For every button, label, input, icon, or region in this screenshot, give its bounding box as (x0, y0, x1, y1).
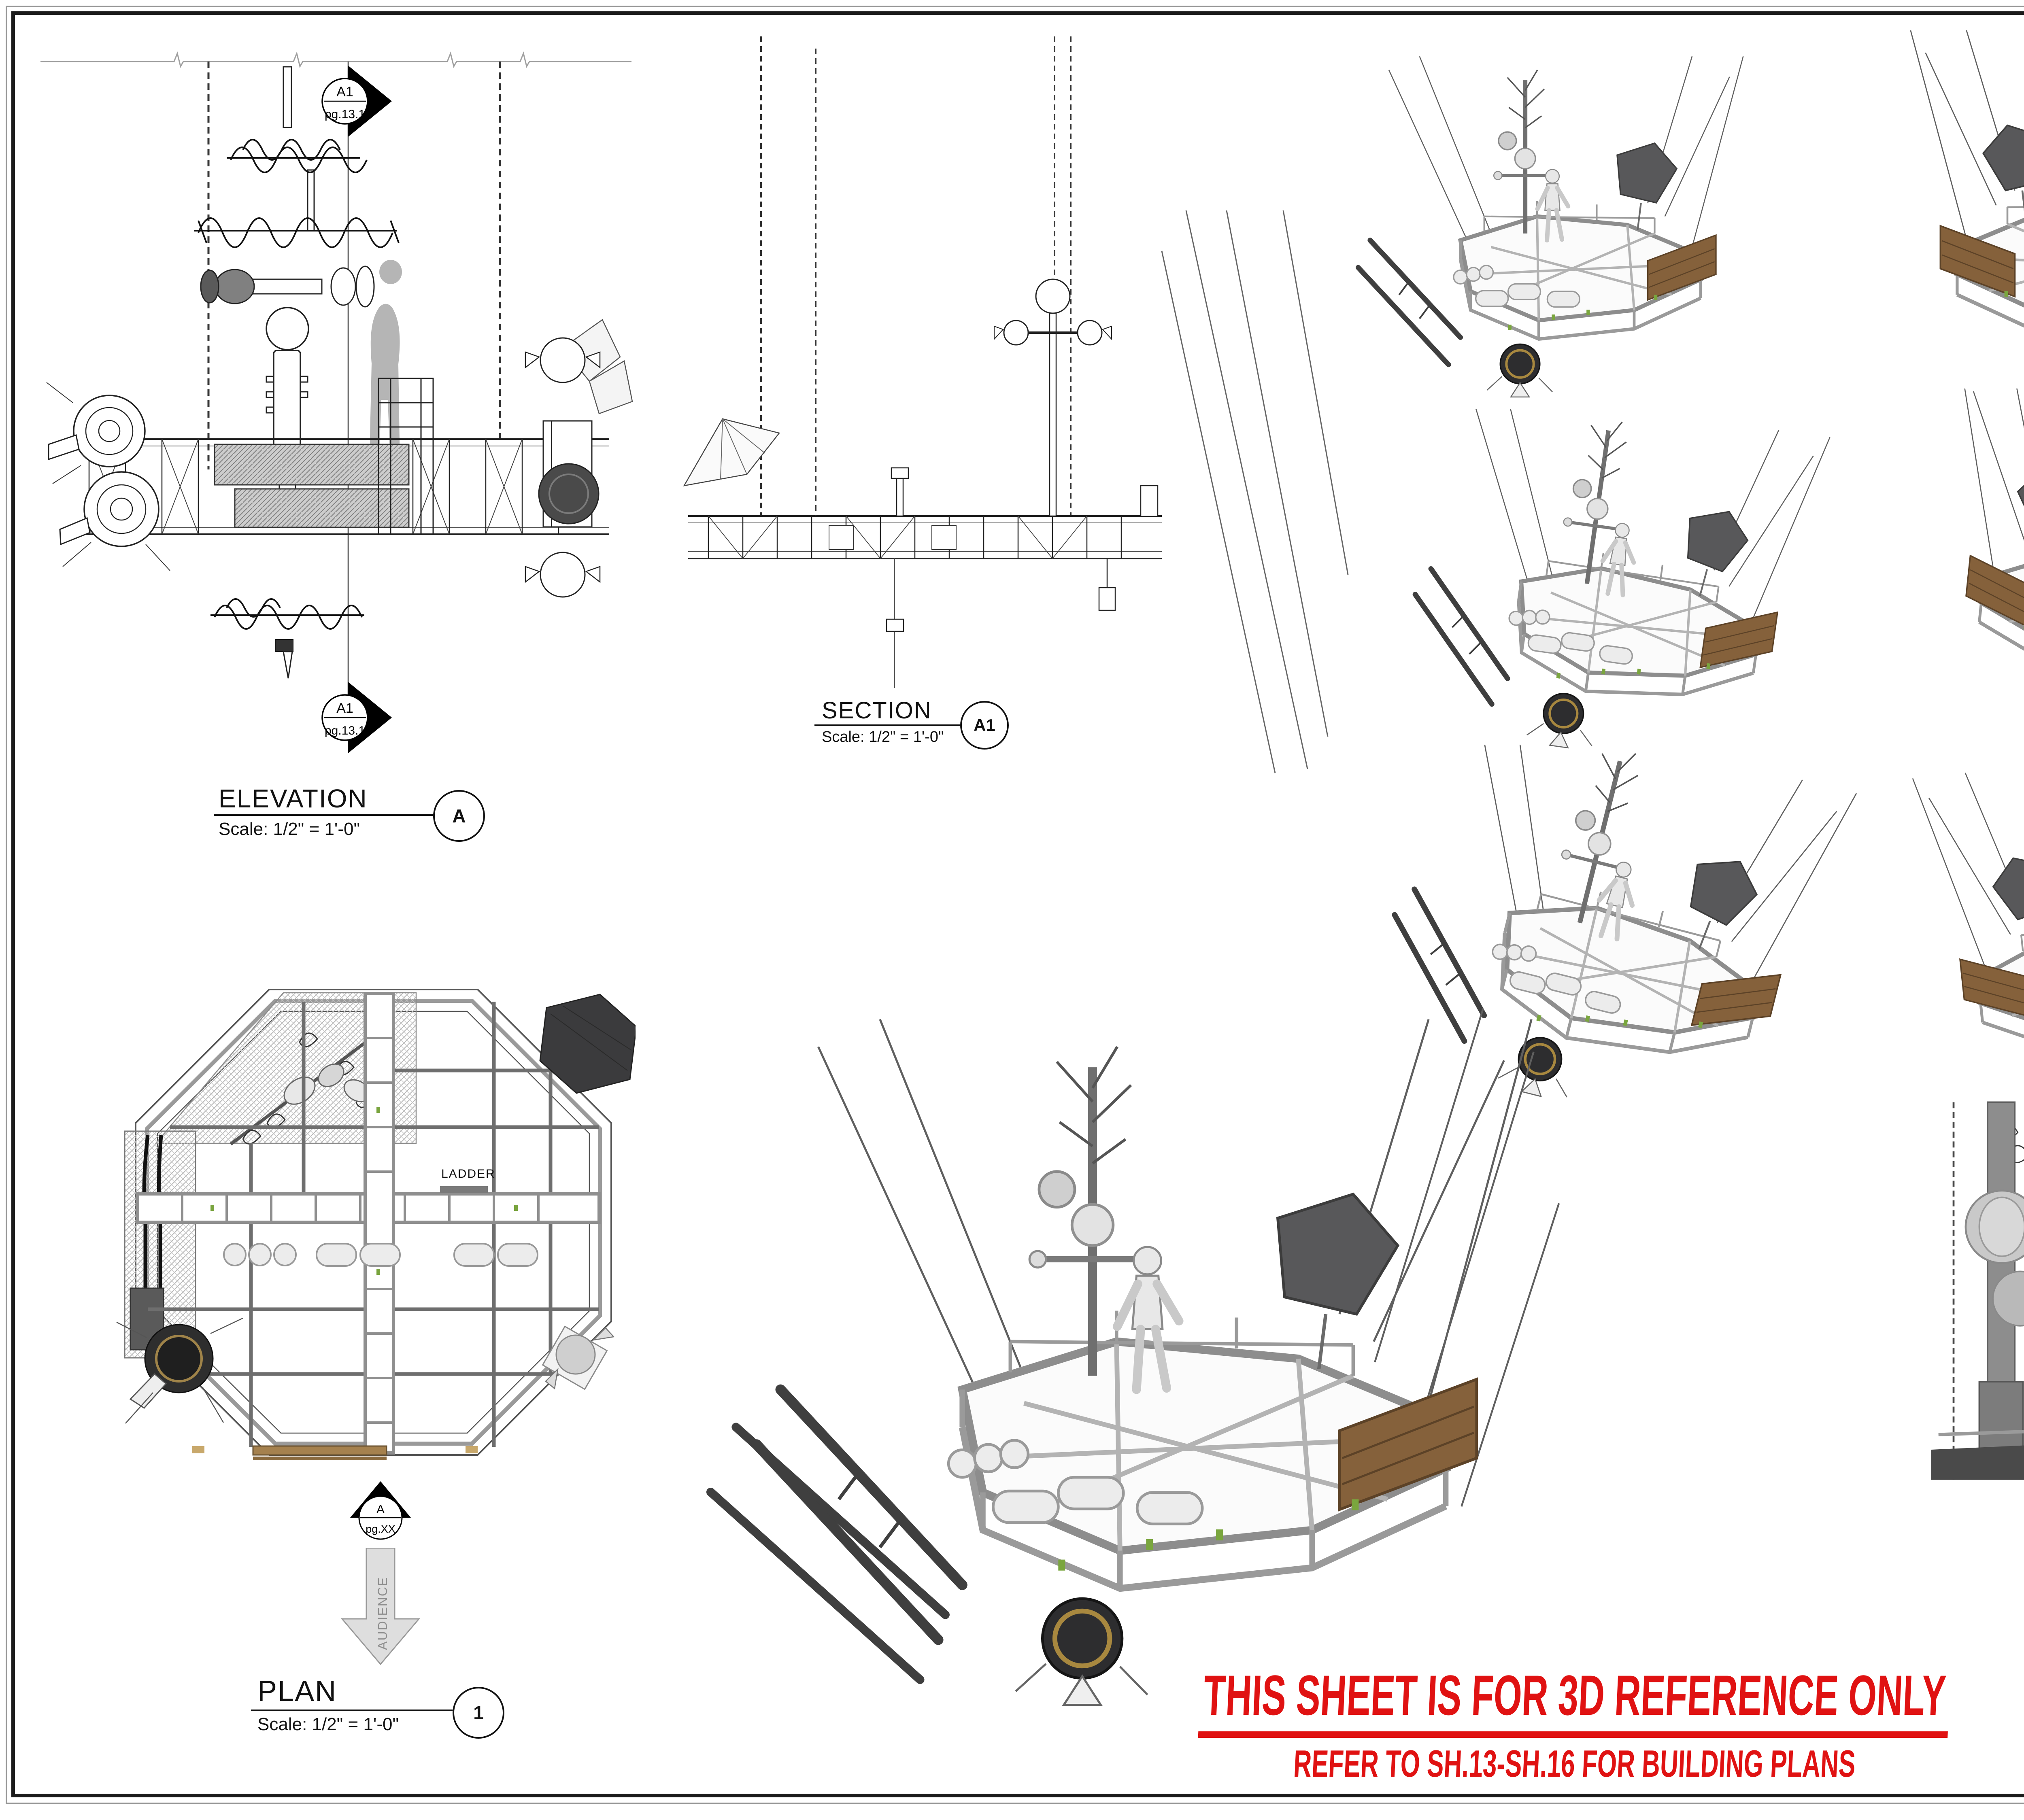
dark-drum-bottom-left (116, 1317, 243, 1424)
plan-scale: Scale: 1/2" = 1'-0" (257, 1714, 399, 1734)
ladder-frame (378, 378, 434, 535)
plan-view-marker: A pg.XX (350, 1481, 411, 1540)
section-truss (688, 515, 1162, 559)
section-mast (994, 278, 1112, 517)
antenna-spirals (194, 139, 400, 248)
warning-line1: THIS SHEET IS FOR 3D REFERENCE ONLY (1198, 1663, 1952, 1738)
warning-line2: REFER TO SH.13-SH.16 FOR BUILDING PLANS (1293, 1742, 1857, 1785)
elevation-title-rule (214, 814, 435, 816)
section-tag-circle: A1 (960, 701, 1009, 750)
stray-cables (1161, 210, 1349, 773)
chain-lines (760, 36, 1072, 516)
sphere-row (223, 1243, 538, 1267)
sphere-bottom-right (542, 1325, 615, 1390)
render-3d-1 (1348, 45, 1757, 409)
ladder-bar (440, 1186, 488, 1193)
chain-lines (1952, 1102, 1955, 1480)
render-3d-closeup (1931, 1101, 2024, 1480)
dark-drum-top-right (539, 994, 636, 1094)
section-scale: Scale: 1/2" = 1'-0" (822, 728, 944, 745)
warning-block: THIS SHEET IS FOR 3D REFERENCE ONLY REFE… (988, 1663, 2024, 1786)
break-line (40, 51, 631, 68)
svg-text:A1: A1 (336, 701, 353, 716)
svg-text:A: A (376, 1503, 385, 1516)
audience-arrow: AUDIENCE (340, 1548, 421, 1665)
sheet-outer-border (6, 6, 2024, 1804)
speaker-cluster-right (525, 319, 633, 598)
plan-title-rule (251, 1710, 453, 1711)
deck-grating (1931, 1445, 2024, 1480)
audience-label: AUDIENCE (375, 1577, 390, 1650)
chain-lines (207, 62, 501, 469)
wood-strip (252, 1445, 387, 1456)
elevation-tag-circle: A (433, 790, 485, 842)
svg-text:A1: A1 (336, 84, 353, 100)
render-3d-2 (1858, 30, 2024, 403)
render-3d-main (706, 1008, 1560, 1712)
bottom-spiral (210, 598, 364, 630)
section-fan (683, 418, 780, 486)
svg-text:pg.13.1: pg.13.1 (325, 108, 365, 121)
svg-text:pg.XX: pg.XX (366, 1523, 395, 1535)
render-3d-4 (1890, 389, 2024, 741)
plan-drawing: LADDER (116, 989, 636, 1460)
ladder-label: LADDER (441, 1167, 495, 1181)
section-drawing (683, 36, 1162, 688)
elevation-title: ELEVATION (219, 784, 368, 813)
speaker-cluster-left (46, 382, 170, 571)
section-marker-top: A1 pg.13.1 (321, 66, 392, 137)
render-3d-6 (1866, 757, 2024, 1109)
human-silhouette (370, 260, 402, 465)
section-marker-bottom: A1 pg.13.1 (321, 682, 392, 753)
plan-title: PLAN (257, 1675, 337, 1707)
svg-text:pg.13.1: pg.13.1 (325, 724, 365, 737)
elevation-truss (71, 438, 609, 535)
elevation-scale: Scale: 1/2" = 1'-0" (219, 819, 360, 839)
section-title: SECTION (822, 697, 932, 724)
sheet-inner-border (11, 11, 2024, 1797)
plan-truss-vertical (364, 992, 395, 1455)
section-title-rule (814, 724, 961, 726)
render-3d-3 (1360, 409, 1870, 753)
elevation-drawing: A1 pg.13.1 A1 pg.13.1 (40, 51, 633, 753)
plan-tag-circle: 1 (453, 1687, 504, 1739)
